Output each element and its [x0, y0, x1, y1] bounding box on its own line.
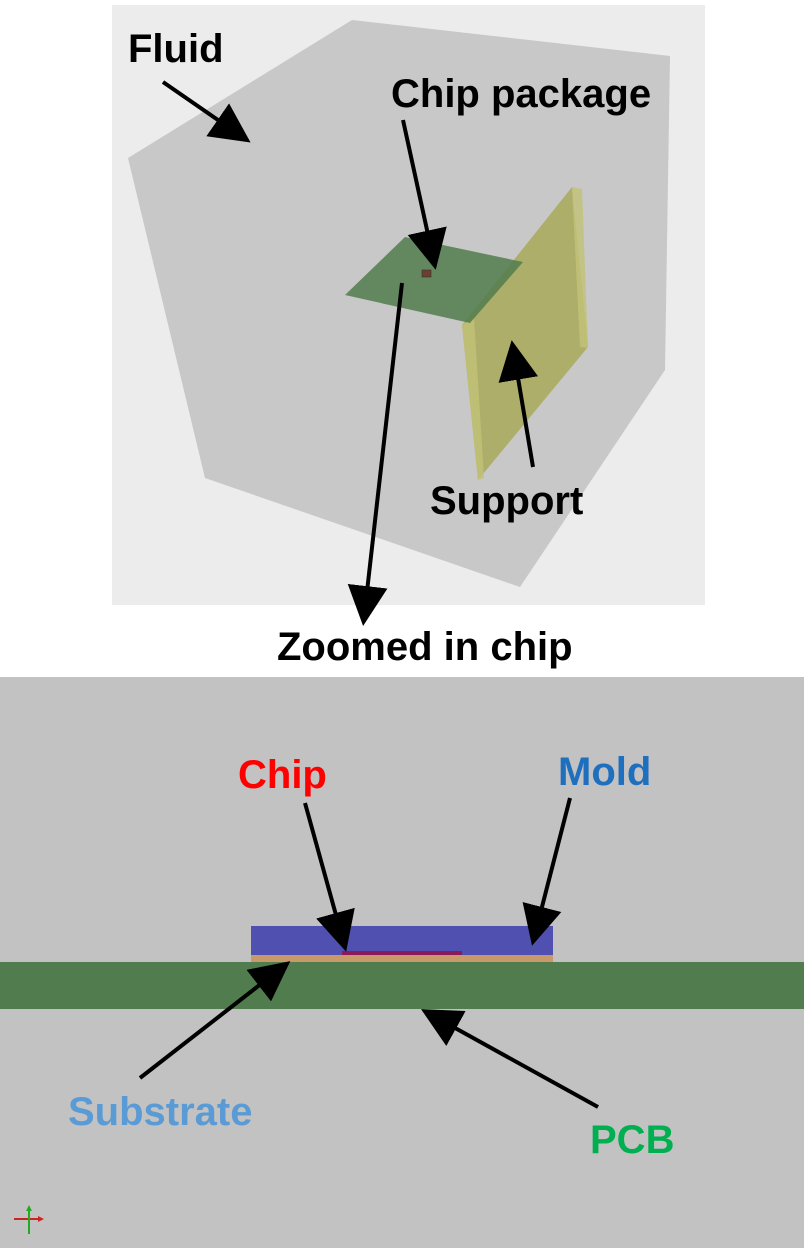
fluid-arrow: [161, 80, 251, 143]
chip-layer: [342, 951, 462, 955]
pcb-arrow: [420, 1009, 599, 1109]
support-arrow: [498, 340, 539, 468]
mold-layer: [251, 926, 553, 955]
zoomed-chip-arrow: [347, 282, 404, 626]
substrate-arrow: [138, 961, 291, 1080]
fluid-label: Fluid: [128, 27, 224, 71]
pcb-layer: [0, 962, 804, 1009]
chip-label: Chip: [238, 753, 327, 797]
mold-arrow: [522, 797, 572, 946]
support-plate: [462, 187, 588, 480]
support-label: Support: [430, 479, 583, 523]
chip-arrow: [303, 802, 355, 952]
pcb-label: PCB: [590, 1118, 674, 1162]
chip-package-arrow: [401, 119, 447, 270]
zoomed-in-chip-label: Zoomed in chip: [277, 625, 573, 669]
top-panel: Fluid Chip package Support: [112, 5, 705, 626]
chip-package-marker: [421, 269, 432, 278]
substrate-label: Substrate: [68, 1090, 253, 1134]
axes-triad-icon: [14, 1205, 44, 1234]
substrate-layer: [251, 955, 553, 962]
chip-package-label: Chip package: [391, 72, 651, 116]
pcb-plate: [345, 237, 523, 323]
mold-label: Mold: [558, 750, 651, 794]
bottom-panel: Chip Mold Substrate PCB: [0, 677, 804, 1248]
